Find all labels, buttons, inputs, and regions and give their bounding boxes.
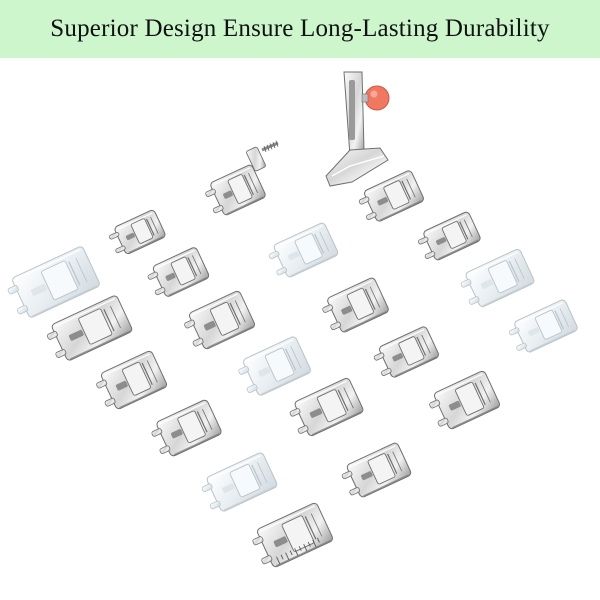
foot-clear-center	[268, 222, 339, 278]
headline-text: Superior Design Ensure Long-Lasting Dura…	[50, 15, 550, 42]
presser-feet-illustration	[7, 71, 578, 568]
foot-top-right	[358, 170, 424, 222]
foot-row2-a	[109, 209, 166, 255]
foot-row6-left	[151, 399, 222, 457]
foot-adjustable-tall	[325, 71, 390, 187]
foot-top-center	[205, 164, 266, 216]
foot-row4-c	[322, 277, 389, 333]
foot-row7-right	[341, 442, 412, 498]
foot-row2-b	[418, 211, 481, 261]
ruler-markings	[276, 537, 320, 565]
foot-clear-right	[460, 248, 535, 308]
foot-row7-left	[201, 452, 278, 512]
foot-row3-a	[147, 247, 210, 297]
foot-row6-b	[289, 377, 364, 437]
foot-bottom-ruler	[252, 502, 333, 568]
foot-row5-c	[373, 326, 439, 378]
foot-row5-left	[96, 350, 168, 410]
foot-clear-left	[7, 246, 100, 318]
foot-row4-b	[184, 290, 256, 350]
headline-banner: Superior Design Ensure Long-Lasting Dura…	[0, 0, 600, 58]
foot-row4-left	[46, 295, 133, 361]
presser-feet-photo	[0, 58, 600, 600]
foot-screw-shank	[246, 140, 279, 172]
foot-clear-far-right	[509, 299, 578, 353]
foot-row6-right	[429, 370, 501, 430]
foot-clear-mid	[238, 336, 311, 396]
